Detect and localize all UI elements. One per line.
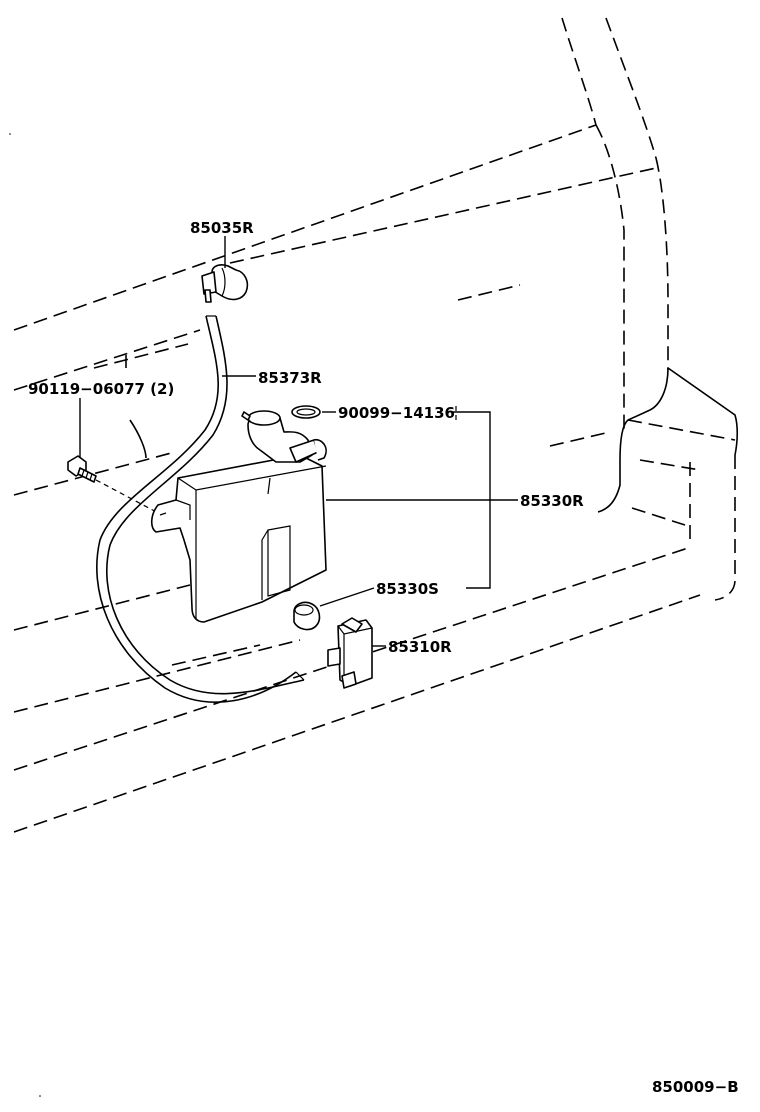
bolt bbox=[67, 455, 163, 516]
label-bolt: 90119−06077 (2) bbox=[28, 380, 174, 398]
label-pump: 85310R bbox=[388, 638, 452, 656]
label-o-ring: 90099−14136 bbox=[338, 404, 455, 422]
washer-pump bbox=[327, 617, 373, 689]
label-nozzle: 85035R bbox=[190, 219, 254, 237]
grommet bbox=[293, 601, 321, 631]
part-labels: 85035R 85373R 90119−06077 (2) 90099−1413… bbox=[28, 219, 739, 1096]
label-tank: 85330R bbox=[520, 492, 584, 510]
leader-lines bbox=[79, 236, 518, 647]
washer-nozzle bbox=[201, 264, 249, 303]
washer-tank bbox=[150, 410, 327, 623]
o-ring bbox=[291, 405, 321, 419]
label-hose: 85373R bbox=[258, 369, 322, 387]
figure-code: 850009−B bbox=[652, 1078, 739, 1096]
washer-hose bbox=[96, 315, 305, 703]
vehicle-body-outline bbox=[13, 17, 739, 833]
label-grommet: 85330S bbox=[376, 580, 439, 598]
